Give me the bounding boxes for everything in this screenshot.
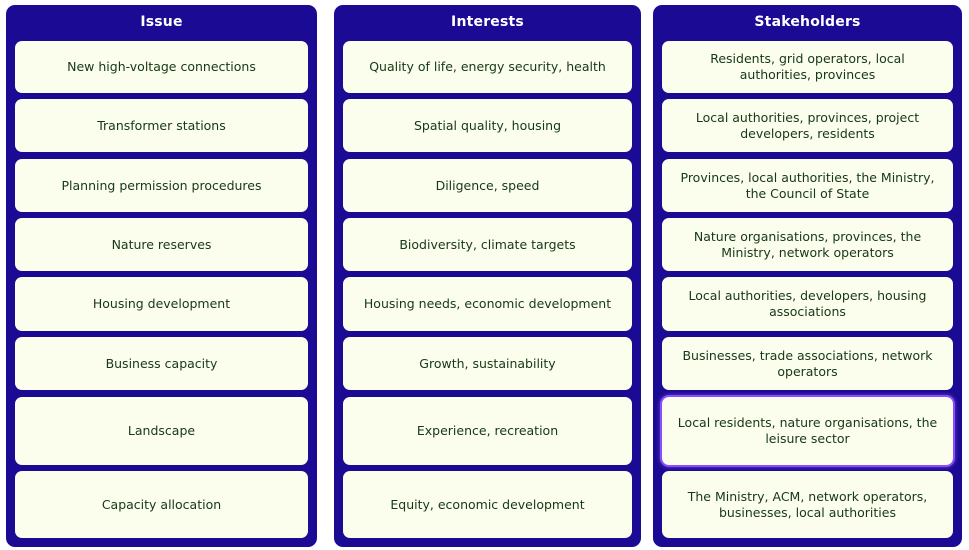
stakeholders-cell: Businesses, trade associations, network … <box>662 337 953 390</box>
stakeholders-cell: Nature organisations, provinces, the Min… <box>662 218 953 271</box>
interests-cell: Spatial quality, housing <box>343 99 632 152</box>
interests-cell: Growth, sustainability <box>343 337 632 390</box>
interests-column: Interests Quality of life, energy securi… <box>334 5 641 547</box>
interests-cell: Experience, recreation <box>343 397 632 465</box>
stakeholders-cell: Provinces, local authorities, the Minist… <box>662 159 953 212</box>
interests-cell: Biodiversity, climate targets <box>343 218 632 271</box>
stakeholders-column: Stakeholders Residents, grid operators, … <box>653 5 962 547</box>
stakeholders-header: Stakeholders <box>754 14 861 30</box>
issue-cell: New high-voltage connections <box>15 41 308 93</box>
issue-cell: Capacity allocation <box>15 471 308 538</box>
issue-cell: Planning permission procedures <box>15 159 308 212</box>
issue-column: Issue New high-voltage connections Trans… <box>6 5 317 547</box>
stakeholders-cell-selected[interactable]: Local residents, nature organisations, t… <box>662 397 953 465</box>
issue-cell: Business capacity <box>15 337 308 390</box>
interests-cell: Housing needs, economic development <box>343 277 632 331</box>
interests-cell: Equity, economic development <box>343 471 632 538</box>
issue-cell: Transformer stations <box>15 99 308 152</box>
interests-header: Interests <box>451 14 524 30</box>
stakeholders-cell: Local authorities, developers, housing a… <box>662 277 953 331</box>
interests-cell: Quality of life, energy security, health <box>343 41 632 93</box>
stakeholders-cell: The Ministry, ACM, network operators, bu… <box>662 471 953 538</box>
interests-cell: Diligence, speed <box>343 159 632 212</box>
stakeholders-cell: Local authorities, provinces, project de… <box>662 99 953 152</box>
issue-cell: Landscape <box>15 397 308 465</box>
issue-cell: Nature reserves <box>15 218 308 271</box>
stakeholders-cell: Residents, grid operators, local authori… <box>662 41 953 93</box>
issue-header: Issue <box>140 14 183 30</box>
issue-cell: Housing development <box>15 277 308 331</box>
